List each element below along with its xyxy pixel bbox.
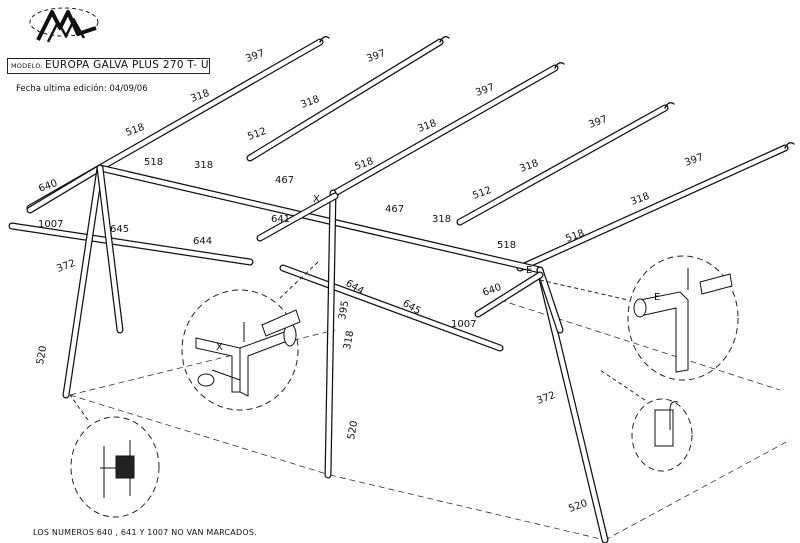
model-name: EUROPA GALVA PLUS 270 T- U	[45, 59, 209, 71]
dim-label-mid-395: 395	[337, 300, 351, 321]
dim-label-bar-518c: 518	[497, 240, 516, 251]
footnote: LOS NUMEROS 640 , 641 Y 1007 NO VAN MARC…	[33, 528, 257, 537]
dim-label-r4-397: 397	[587, 114, 609, 131]
dim-label-r4-512: 512	[471, 185, 493, 202]
dim-label-bar-467b: 467	[385, 204, 404, 215]
tube-4-inner	[517, 145, 788, 271]
dim-label-mid-520: 520	[346, 420, 360, 441]
dim-label-mid-318: 318	[342, 330, 356, 351]
dim-label-r3-318: 318	[416, 118, 438, 135]
dim-label-r1-518b: 518	[144, 157, 163, 168]
tube-12-inner	[537, 267, 608, 543]
dim-label-r2-318: 318	[299, 94, 321, 111]
tube-7-inner	[9, 223, 253, 265]
rafter-hook-2	[554, 61, 565, 69]
dim-label-r5-318: 318	[629, 191, 651, 208]
dim-label-r5-397: 397	[683, 152, 705, 169]
dim-label-r1-518a: 518	[124, 122, 146, 139]
brand-logo	[29, 7, 99, 43]
model-box	[7, 58, 210, 74]
dim-label-left-372: 372	[55, 258, 77, 275]
tube-8-inner	[280, 265, 503, 351]
foot-detail	[100, 440, 135, 498]
dim-label-r4-318: 318	[518, 158, 540, 175]
tube-11-inner	[325, 190, 336, 478]
frame-tubes	[8, 35, 795, 543]
dim-label-left-644: 644	[193, 236, 212, 247]
rafter-hook-1	[439, 35, 450, 43]
rafter-hook-0	[319, 35, 330, 43]
tube-14-inner	[257, 193, 338, 241]
detail-x-label: X	[216, 342, 223, 353]
dim-label-r1-397: 397	[244, 48, 266, 65]
dim-label-p641: 641	[271, 214, 290, 225]
rafter-hook-3	[664, 101, 675, 109]
hook-foot-detail	[654, 401, 679, 447]
detail-e-label: E	[654, 292, 660, 303]
tube-5-inner	[97, 165, 543, 273]
rafter-hook-4	[784, 141, 795, 149]
tube-6-inner	[27, 165, 103, 213]
cross-joint-detail	[195, 309, 301, 397]
joint-e-label: E	[526, 265, 532, 276]
dim-label-left-645: 645	[110, 224, 129, 235]
dim-label-bar-467a: 467	[275, 175, 294, 186]
tube-13-inner	[537, 267, 563, 333]
dim-label-r1-318b: 318	[194, 160, 213, 171]
dim-label-r2-397: 397	[365, 48, 387, 65]
tube-10-inner	[97, 165, 123, 333]
elbow-joint-detail	[633, 268, 733, 373]
edition-date: Fecha ultima edición: 04/09/06	[16, 84, 148, 94]
dim-label-bar-318c: 318	[432, 214, 451, 225]
tube-9-inner	[63, 165, 103, 398]
dim-label-right-1007: 1007	[451, 319, 476, 330]
tube-1-inner	[247, 39, 443, 161]
dim-label-right-372: 372	[535, 390, 557, 407]
tube-15-inner	[475, 272, 543, 317]
joint-x-label: X	[313, 194, 320, 205]
tube-2-inner	[332, 65, 558, 196]
dim-label-r2-512: 512	[246, 126, 268, 143]
model-prefix: MODELO:	[11, 62, 43, 70]
dim-label-left-1007: 1007	[38, 219, 63, 230]
dim-label-r3-397: 397	[474, 82, 496, 99]
tube-3-inner	[457, 105, 668, 225]
dim-label-left-520: 520	[35, 345, 49, 366]
detail-callouts	[69, 255, 739, 518]
dim-label-right-520: 520	[567, 498, 589, 515]
ground-outline	[69, 299, 791, 541]
